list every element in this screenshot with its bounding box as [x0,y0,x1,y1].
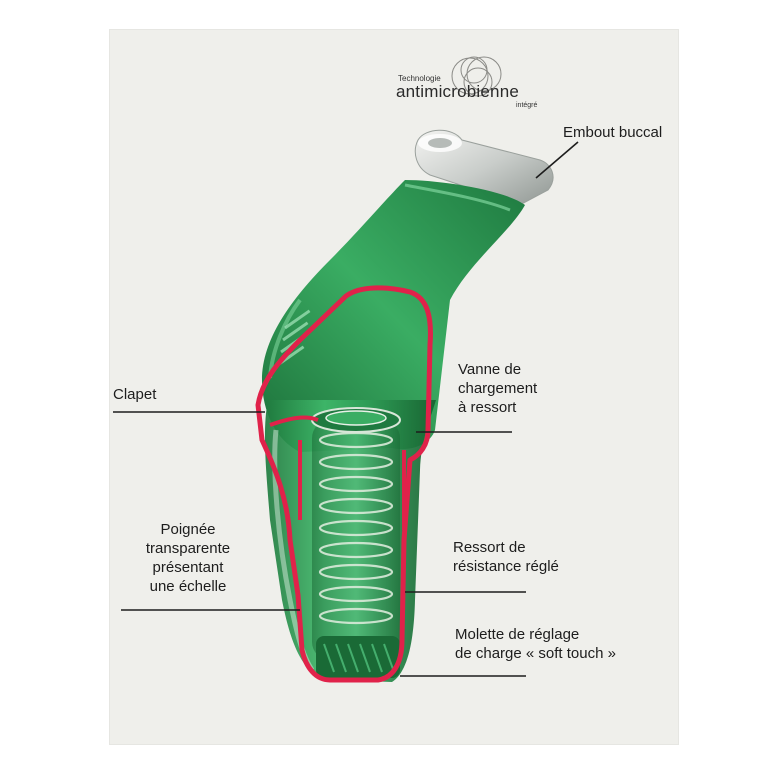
cutaway-outline [255,285,433,683]
label-handle: Poignée transparente présentant une éche… [128,520,248,596]
device-handle [264,400,436,682]
label-dial-line-1: Molette de réglage [455,626,580,643]
label-mouthpiece: Embout buccal [563,124,663,141]
label-dial: Molette de réglage de charge « soft touc… [455,625,616,663]
logo-suffix: intégré [516,102,538,109]
spring-coils [318,431,394,625]
label-dial-line-2: de charge « soft touch » [455,645,616,662]
label-spring: Ressort de résistance réglé [453,538,559,576]
label-handle-line-3: présentant [152,559,224,576]
adjustment-dial [316,636,400,678]
label-handle-line-1: Poignée [160,521,216,538]
antimicrobial-logo: Technologie antimicrobienne intégré [392,52,562,122]
label-handle-line-4: une échelle [149,578,227,595]
label-spring-line-1: Ressort de [453,539,526,556]
leader-lines [113,141,579,677]
label-spring-valve-line-2: chargement [458,380,538,397]
logo-name: antimicrobienne [396,82,520,101]
label-spring-line-2: résistance réglé [453,558,559,575]
logo-prefix: Technologie [398,74,441,83]
label-spring-valve-line-1: Vanne de [458,361,522,378]
label-handle-line-2: transparente [145,540,231,557]
label-spring-valve-line-3: à ressort [458,399,517,416]
label-spring-valve: Vanne de chargement à ressort [458,360,537,417]
label-valve: Clapet [113,386,157,403]
rings-icon [451,56,502,97]
